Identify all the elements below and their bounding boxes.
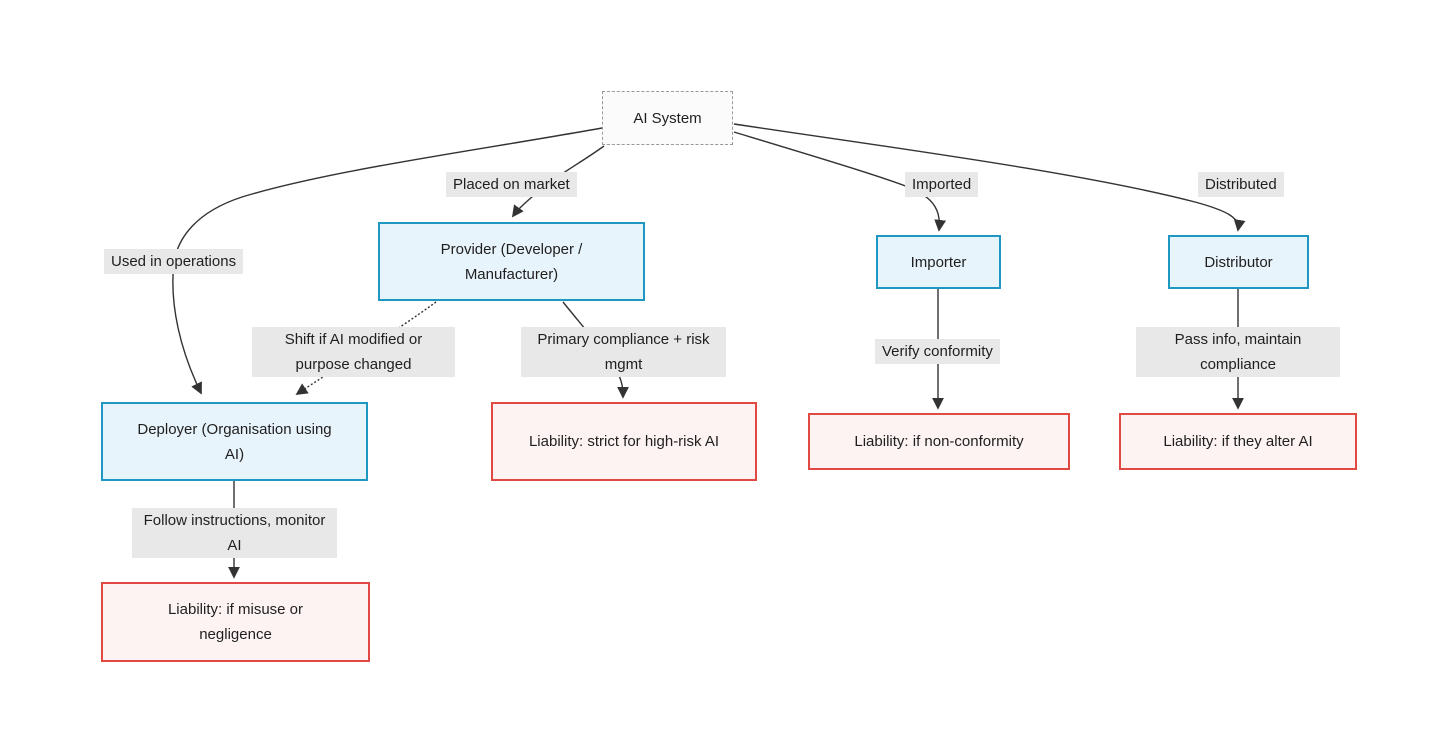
edge-label-verify-conformity: Verify conformity [875, 339, 1000, 364]
edge-label-primary-compliance: Primary compliance + risk mgmt [521, 327, 726, 377]
node-importer: Importer [876, 235, 1001, 289]
edge-ai-system-to-deployer [172, 127, 603, 395]
node-liability-provider: Liability: strict for high-risk AI [491, 402, 757, 481]
node-liability-provider-label: Liability: strict for high-risk AI [528, 433, 720, 450]
node-liability-importer: Liability: if non-conformity [808, 413, 1070, 470]
node-provider: Provider (Developer / Manufacturer) [378, 222, 645, 301]
edge-label-imported: Imported [905, 172, 979, 197]
node-distributor: Distributor [1168, 235, 1309, 289]
edge-label-placed-on-market: Placed on market [446, 172, 577, 197]
node-liability-importer-label: Liability: if non-conformity [854, 433, 1024, 450]
edge-ai-system-to-distributor [733, 123, 1246, 232]
node-deployer: Deployer (Organisation using AI) [101, 402, 368, 481]
node-distributor-label: Distributor [1204, 253, 1273, 271]
edge-ai-system-to-importer [733, 131, 947, 232]
edge-label-pass-info: Pass info, maintain compliance [1136, 327, 1340, 377]
edge-label-distributed: Distributed [1198, 172, 1284, 197]
node-ai-system: AI System [602, 91, 733, 145]
edge-label-used-in-operations: Used in operations [104, 249, 244, 274]
edge-label-shift-if-modified: Shift if AI modified or purpose changed [252, 327, 455, 377]
node-liability-distributor-label: Liability: if they alter AI [1163, 433, 1313, 450]
node-importer-label: Importer [910, 253, 967, 271]
node-liability-deployer: Liability: if misuse or negligence [101, 582, 370, 662]
edge-provider-to-liability [562, 301, 629, 399]
node-liability-deployer-label: Liability: if misuse or negligence [167, 601, 304, 643]
edge-label-follow-instructions: Follow instructions, monitor AI [132, 508, 337, 558]
node-provider-label: Provider (Developer / Manufacturer) [440, 240, 583, 283]
node-ai-system-label: AI System [633, 109, 702, 127]
node-liability-distributor: Liability: if they alter AI [1119, 413, 1357, 470]
node-deployer-label: Deployer (Organisation using AI) [137, 420, 332, 463]
